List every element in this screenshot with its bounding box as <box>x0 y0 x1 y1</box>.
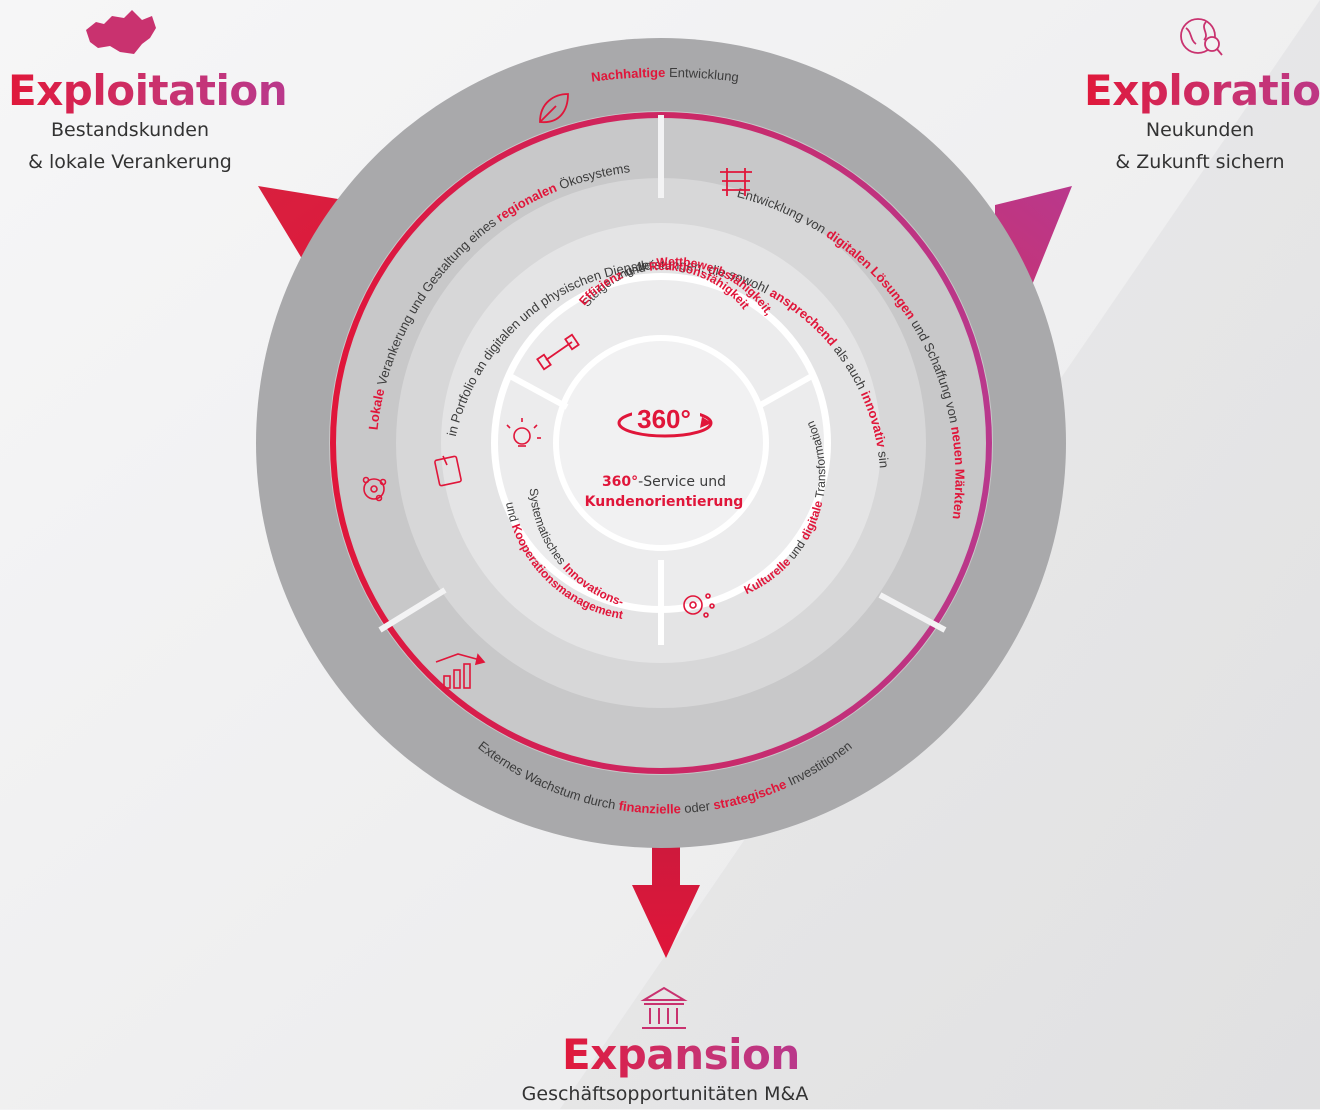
ladder-icon <box>720 168 752 196</box>
svg-text:360°: 360° <box>637 404 691 434</box>
exploitation-title: Exploitation <box>8 66 288 115</box>
360-badge: 360° <box>617 400 713 438</box>
core-separators <box>508 373 814 645</box>
switzerland-map-icon <box>86 10 156 54</box>
lightbulb-icon <box>506 418 541 447</box>
segment-separators <box>378 115 947 633</box>
tablet-icon <box>434 455 462 487</box>
center-line-1: 360°-Service und <box>602 474 726 490</box>
expansion-title: Expansion <box>562 1030 800 1079</box>
exploration-title: Exploration <box>1084 66 1320 115</box>
globe-search-icon <box>1180 18 1223 56</box>
network-icon <box>362 476 387 502</box>
gear-icon <box>683 593 715 618</box>
growth-chart-icon <box>435 653 486 689</box>
expansion-subtitle: Geschäftsopportunitäten M&A <box>521 1083 809 1105</box>
center-disc <box>559 341 763 545</box>
leaf-icon <box>539 93 569 123</box>
dumbbell-icon <box>536 333 580 371</box>
bank-building-icon <box>640 986 688 1029</box>
expansion-arrow <box>632 790 700 958</box>
outer-top-text: Nachhaltige Entwicklung <box>590 65 739 85</box>
center-line-2: Kundenorientierung <box>585 494 744 510</box>
exploration-subtitle: Neukunden & Zukunft sichern <box>1115 119 1285 173</box>
exploitation-subtitle: Bestandskunden & lokale Verankerung <box>28 119 232 173</box>
